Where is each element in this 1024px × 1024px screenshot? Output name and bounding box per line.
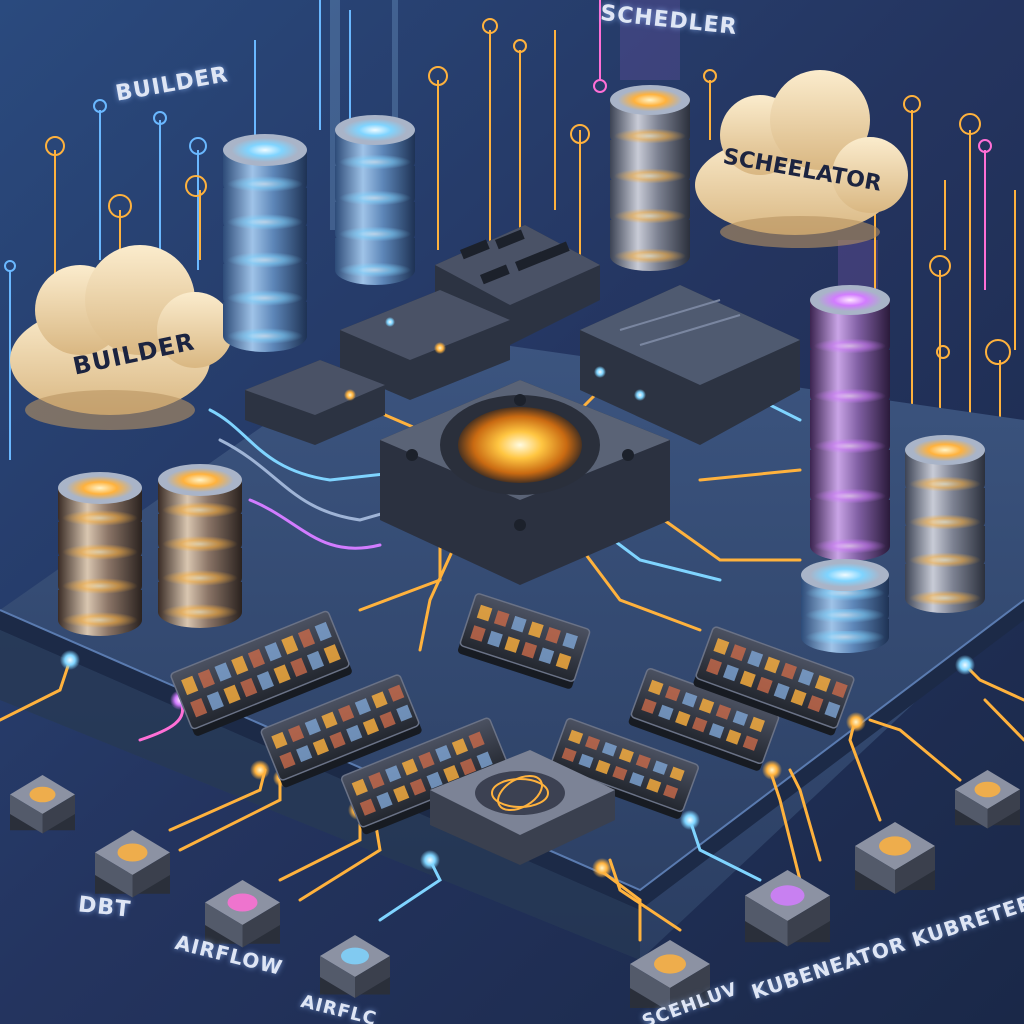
socket-cube-5 — [630, 940, 710, 1012]
socket-cube-8 — [955, 770, 1020, 829]
server-block-right — [580, 285, 800, 445]
db-stack-orange-right — [158, 464, 242, 628]
db-stack-blue-left — [223, 134, 307, 352]
network-tile — [430, 750, 615, 865]
db-stack-short-blue — [801, 559, 889, 653]
db-stack-top-center — [610, 85, 690, 271]
glowing-core-icon — [458, 407, 582, 483]
db-stack-blue-right — [335, 115, 415, 285]
chip-center-right — [549, 717, 699, 819]
db-stack-purple — [810, 285, 890, 561]
db-stack-orange-left — [58, 472, 142, 636]
socket-cube-7 — [855, 822, 935, 894]
socket-cubes — [10, 770, 1020, 1012]
chip-right-back — [693, 626, 855, 736]
chip-left-front — [170, 610, 352, 736]
socket-cube-4 — [320, 935, 390, 998]
circuit-chips — [170, 593, 855, 835]
chip-mid-left — [260, 674, 422, 788]
chip-right-mid — [628, 668, 780, 771]
socket-cube-2 — [95, 830, 170, 898]
chip-center — [458, 593, 591, 689]
server-block-small — [245, 360, 385, 445]
server-block-left — [340, 290, 510, 400]
scheduler-cloud — [695, 70, 908, 248]
db-stack-right — [905, 435, 985, 613]
socket-cube-1 — [10, 775, 75, 834]
chip-mid-front — [340, 717, 512, 835]
central-processor — [380, 380, 670, 585]
builder-cloud — [10, 245, 233, 430]
socket-cube-6 — [745, 870, 830, 947]
network-node-icon — [475, 771, 565, 815]
database-stacks — [58, 85, 985, 653]
socket-cube-3 — [205, 880, 280, 948]
